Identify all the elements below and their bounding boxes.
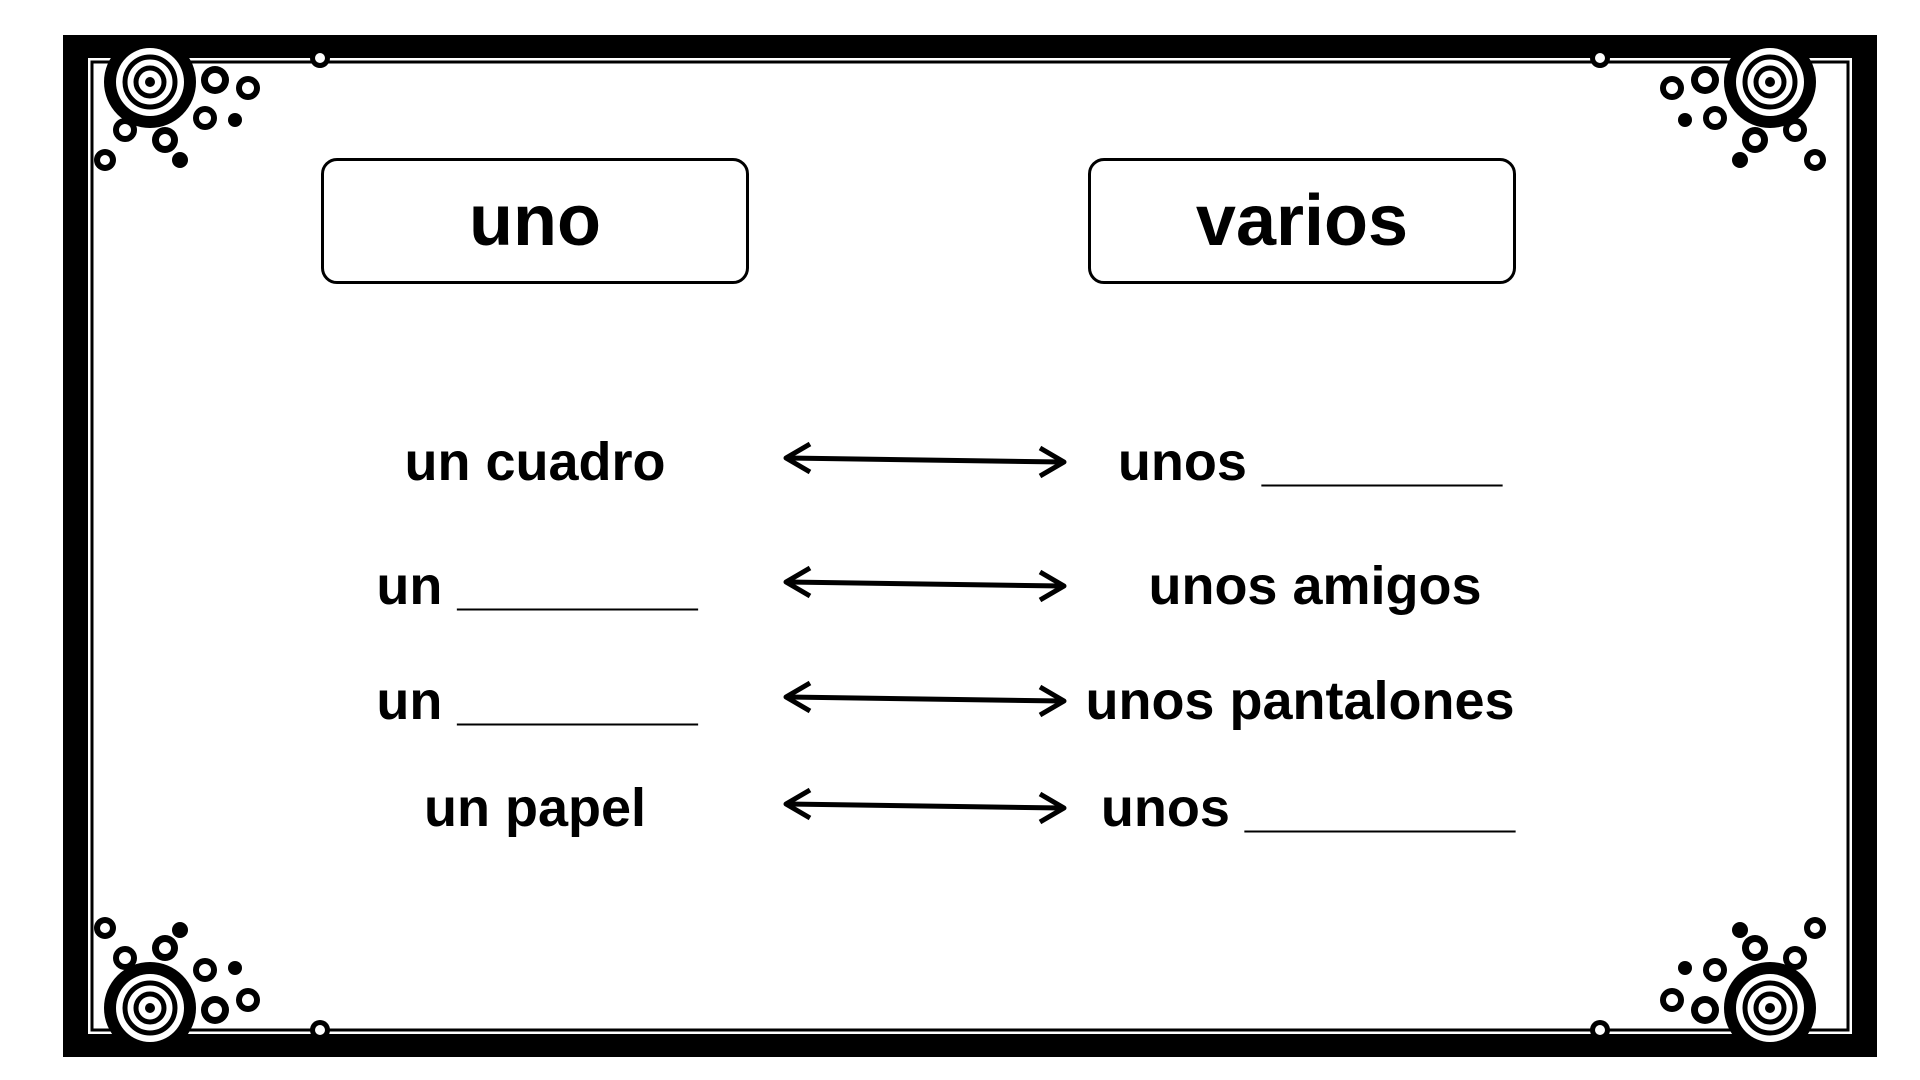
row-3-singular: un ________ (376, 671, 698, 731)
double-arrow-icon (783, 787, 1067, 825)
row-1-plural: unos ________ (1117, 432, 1503, 492)
row-3-plural: unos pantalones (1085, 671, 1515, 731)
double-arrow-icon (783, 680, 1067, 718)
row-2-plural: unos amigos (1148, 556, 1482, 616)
row-4-singular: un papel (423, 778, 647, 838)
corner-ornament-top-right (1590, 36, 1826, 171)
header-uno: uno (321, 158, 749, 284)
row-2-singular: un ________ (376, 556, 698, 616)
header-varios: varios (1088, 158, 1516, 284)
double-arrow-icon (783, 565, 1067, 603)
corner-ornament-bottom-right (1590, 917, 1826, 1054)
header-uno-label: uno (469, 181, 601, 261)
corner-ornament-top-left (94, 36, 330, 171)
row-4-plural: unos _________ (1100, 778, 1516, 838)
corner-ornament-bottom-left (94, 917, 330, 1054)
double-arrow-icon (783, 441, 1067, 479)
header-varios-label: varios (1195, 181, 1409, 261)
row-1-singular: un cuadro (404, 432, 666, 492)
